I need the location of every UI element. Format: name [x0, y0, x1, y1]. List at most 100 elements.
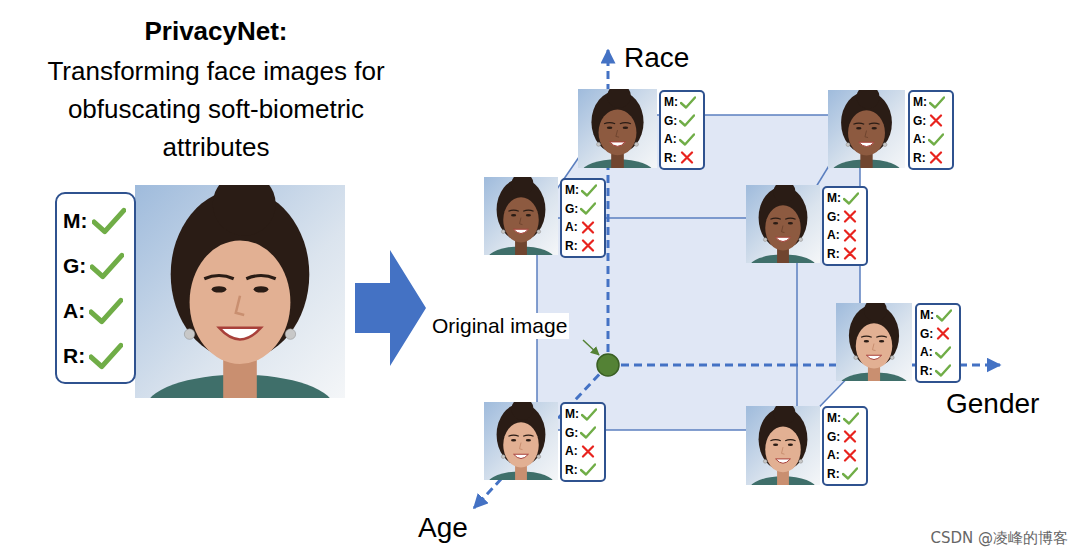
- check-stroke: [94, 210, 124, 231]
- smile: [776, 459, 791, 463]
- eye: [773, 444, 778, 446]
- nose: [782, 447, 785, 454]
- attribute-letter: G:: [63, 254, 86, 278]
- face-photo: [836, 303, 912, 381]
- face: [190, 240, 291, 364]
- face: [848, 110, 885, 155]
- cross-stroke: [938, 329, 948, 339]
- face-photo: [484, 177, 558, 255]
- eye: [864, 340, 869, 342]
- check-stroke: [680, 116, 694, 126]
- attribute-row: M:: [664, 93, 699, 112]
- eyebrow: [785, 218, 795, 219]
- attribute-row: A:: [827, 446, 862, 465]
- check-stroke: [681, 97, 695, 107]
- eye: [788, 444, 793, 446]
- attribute-row: G:: [565, 424, 600, 443]
- earring: [501, 455, 505, 459]
- attribute-letter: M:: [565, 407, 579, 421]
- check-mark: [89, 342, 123, 370]
- eye: [788, 222, 793, 224]
- attribute-letter: R:: [913, 151, 926, 165]
- attribute-letter: G:: [913, 114, 926, 128]
- attribute-box: M: G:A:R:: [822, 406, 868, 486]
- check-mark: [90, 252, 124, 280]
- check-stroke: [581, 465, 595, 475]
- attribute-row: R:: [63, 333, 126, 378]
- attribute-row: G:: [920, 325, 955, 344]
- attribute-row: M:: [827, 409, 862, 428]
- check-mark: [935, 364, 951, 377]
- attribute-letter: R:: [920, 364, 933, 378]
- attribute-letter: M:: [827, 411, 841, 425]
- face: [503, 197, 539, 242]
- face-photo: [746, 185, 820, 263]
- hair-bun: [213, 185, 276, 236]
- attribute-row: A:: [565, 218, 600, 237]
- attribute-row: A:: [920, 343, 955, 362]
- cross-mark: [928, 151, 944, 164]
- attribute-box: M:G:A:R:: [659, 90, 705, 170]
- attribute-row: A:: [664, 130, 699, 149]
- check-mark: [92, 207, 126, 235]
- attribute-row: A:: [913, 130, 948, 149]
- face-photo: [746, 406, 820, 485]
- attribute-letter: G:: [565, 202, 578, 216]
- attribute-row: R:: [827, 465, 862, 484]
- check-stroke: [92, 255, 122, 276]
- attribute-letter: R:: [664, 151, 677, 165]
- attribute-row: A:: [827, 226, 862, 245]
- attribute-letter: A:: [913, 132, 926, 146]
- cross-stroke: [583, 446, 593, 456]
- nose: [865, 131, 868, 138]
- check-mark: [581, 408, 597, 421]
- smile: [514, 229, 529, 233]
- check-mark: [842, 467, 858, 480]
- attribute-row: G:: [827, 208, 862, 227]
- earring: [537, 230, 541, 234]
- cross-mark: [679, 151, 695, 164]
- eyebrow: [876, 336, 887, 337]
- check-stroke: [582, 185, 596, 195]
- check-stroke: [843, 469, 857, 479]
- eye: [511, 214, 516, 216]
- check-mark: [580, 426, 596, 439]
- attribute-letter: G:: [920, 327, 933, 341]
- nose: [616, 130, 619, 137]
- nose: [520, 218, 523, 225]
- check-stroke: [581, 428, 595, 438]
- eyebrow: [785, 440, 795, 441]
- hair-bun: [511, 177, 533, 195]
- check-stroke: [582, 409, 596, 419]
- check-stroke: [581, 204, 595, 214]
- cross-stroke: [845, 432, 855, 442]
- eye: [212, 286, 227, 292]
- attribute-row: M:: [920, 306, 955, 325]
- earring: [285, 329, 296, 340]
- earring: [501, 230, 505, 234]
- check-mark: [843, 412, 859, 425]
- check-stroke: [937, 310, 951, 320]
- attribute-row: A:: [63, 288, 126, 333]
- eye: [879, 340, 884, 342]
- check-mark: [580, 463, 596, 476]
- nose: [236, 296, 244, 315]
- earring: [537, 455, 541, 459]
- attribute-row: G:: [63, 243, 126, 288]
- eye: [254, 286, 269, 292]
- cross-stroke: [931, 116, 941, 126]
- transform-arrow: [355, 250, 426, 366]
- hair-bun: [773, 185, 795, 203]
- watermark: CSDN @凌峰的博客: [930, 528, 1068, 548]
- attribute-letter: R:: [63, 344, 85, 368]
- face-photo: [135, 185, 345, 398]
- attribute-box: M:G:A:R:: [560, 402, 606, 482]
- attribute-row: G:: [827, 428, 862, 447]
- eyebrow: [853, 123, 864, 124]
- face: [765, 205, 801, 250]
- attribute-row: A:: [565, 442, 600, 461]
- cross-mark: [580, 221, 596, 234]
- hair-bun: [511, 402, 533, 420]
- axis-label: Race: [624, 42, 689, 74]
- attribute-row: M:: [827, 189, 862, 208]
